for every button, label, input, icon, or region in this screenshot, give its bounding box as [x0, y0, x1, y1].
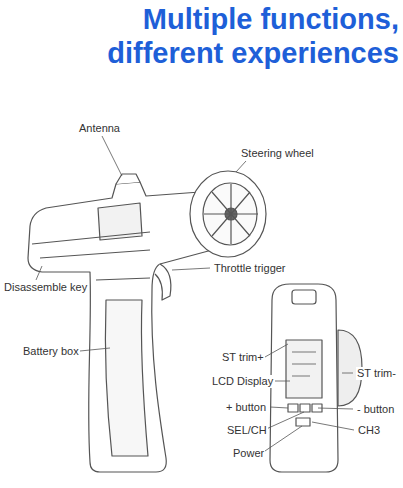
leader-line — [80, 348, 110, 351]
wheel-rim — [203, 183, 257, 245]
leader-line — [36, 266, 42, 280]
leader-line — [102, 136, 122, 176]
part-label: Battery box — [22, 345, 80, 358]
top-antenna — [292, 290, 316, 304]
top-buttons — [300, 404, 310, 412]
part-label: Power — [232, 447, 265, 460]
wheel-spokes — [204, 184, 258, 244]
part-label: - button — [356, 403, 395, 416]
leader-line — [342, 373, 353, 374]
part-label: LCD Display — [211, 375, 274, 388]
part-label: CH3 — [357, 424, 381, 437]
transmitter-body — [28, 182, 212, 472]
steering-wheel — [190, 171, 266, 257]
leader-line — [275, 381, 290, 382]
leader-line — [265, 344, 288, 357]
throttle-trigger — [155, 264, 171, 300]
leader-line — [236, 161, 246, 172]
leader-line — [264, 412, 304, 430]
part-label: ST trim- — [356, 367, 397, 380]
antenna — [116, 174, 140, 184]
part-label: Steering wheel — [240, 147, 315, 160]
leader-line — [262, 426, 302, 453]
grip-line — [96, 278, 150, 280]
power-button — [296, 418, 310, 426]
leader-line — [312, 422, 354, 430]
top-lcd — [286, 340, 322, 398]
part-label: + button — [225, 401, 267, 414]
part-label: Antenna — [78, 122, 121, 135]
leader-lines — [36, 136, 354, 453]
transmitter-top-view — [270, 284, 338, 472]
leader-line — [318, 408, 353, 409]
part-label: SEL/CH — [226, 424, 268, 437]
lcd-digits — [292, 352, 316, 376]
leader-line — [270, 407, 288, 408]
part-label: Disassemble key — [3, 281, 88, 294]
top-buttons — [288, 404, 298, 412]
page-title: Multiple functions, different experience… — [79, 2, 399, 70]
leader-line — [172, 268, 210, 270]
battery-box — [105, 300, 148, 456]
part-label: Throttle trigger — [213, 262, 287, 275]
head-edge — [32, 232, 150, 258]
part-label: ST trim+ — [221, 351, 265, 364]
